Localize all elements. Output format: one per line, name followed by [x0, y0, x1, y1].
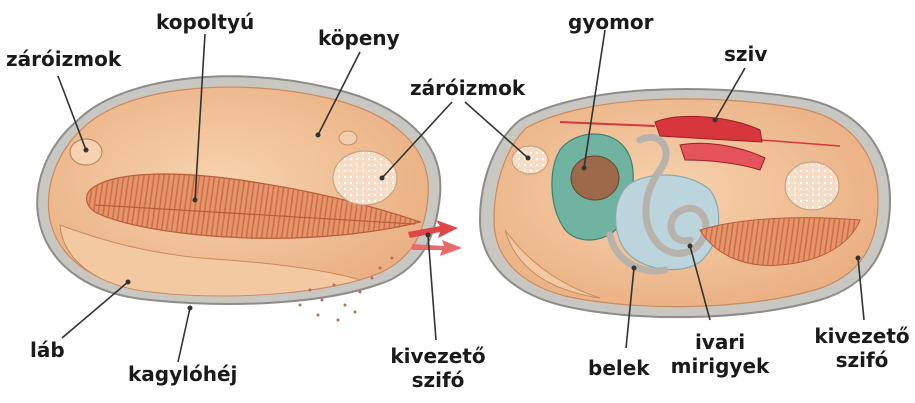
label-siphon-left-line2: szifó	[390, 368, 485, 392]
label-siphon-right: kivezető szifó	[814, 324, 909, 372]
label-right-adductor: záróizmok	[410, 76, 525, 100]
left-mantle-bump	[339, 131, 357, 145]
label-siphon-left-line1: kivezető	[390, 344, 485, 368]
label-siphon-left: kivezető szifó	[390, 344, 485, 392]
label-stomach: gyomor	[568, 10, 654, 34]
label-shell: kagylóhéj	[128, 362, 237, 386]
label-mantle: köpeny	[318, 26, 400, 50]
right-rear-adductor	[785, 162, 839, 210]
label-gonad-line1: ivari	[671, 330, 770, 354]
label-gonad-line2: mirigyek	[671, 354, 770, 378]
label-intestine: belek	[588, 356, 650, 380]
right-mussel	[480, 89, 890, 317]
label-gonad: ivari mirigyek	[671, 330, 770, 378]
label-foot: láb	[30, 338, 65, 362]
left-rear-adductor	[333, 151, 397, 205]
label-gill: kopoltyú	[156, 10, 254, 34]
label-heart: sziv	[724, 42, 767, 66]
label-siphon-right-line1: kivezető	[814, 324, 909, 348]
right-front-adductor	[512, 146, 548, 174]
left-mussel	[37, 76, 462, 321]
label-left-adductor: záróizmok	[6, 47, 121, 71]
label-siphon-right-line2: szifó	[814, 348, 909, 372]
